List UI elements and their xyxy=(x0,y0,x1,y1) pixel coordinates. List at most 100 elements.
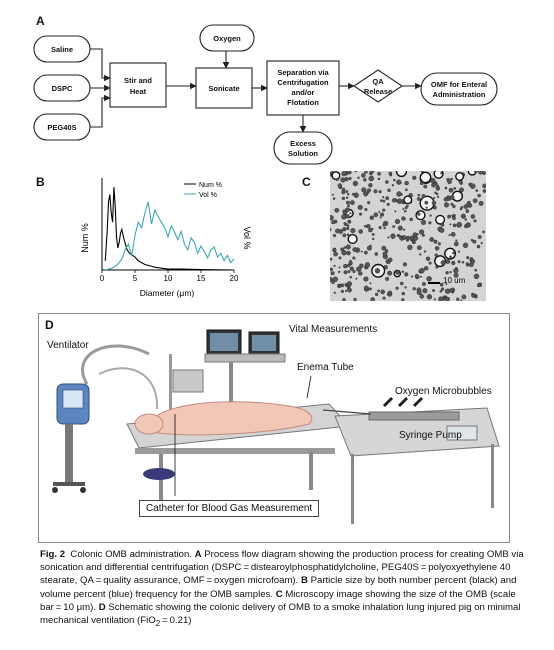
microbubble xyxy=(367,201,371,205)
microbubble xyxy=(401,270,405,273)
microbubble xyxy=(368,175,375,182)
excess-label-2: Solution xyxy=(288,149,318,158)
enema-tube-label: Enema Tube xyxy=(297,362,354,373)
microbubble xyxy=(384,249,389,253)
microbubble xyxy=(470,183,476,189)
microbubble xyxy=(447,179,452,185)
microbubble xyxy=(394,210,397,213)
microbubble xyxy=(443,295,447,299)
microbubble xyxy=(404,206,408,210)
oxygen-label: Oxygen xyxy=(213,34,241,43)
microbubble xyxy=(424,200,429,205)
microbubble xyxy=(478,200,484,206)
scale-bar xyxy=(428,282,440,284)
microbubble xyxy=(450,177,453,181)
microbubble xyxy=(382,208,386,212)
microbubble xyxy=(341,171,347,177)
chart-legend: Num % Vol % xyxy=(184,182,222,199)
microbubble xyxy=(343,246,347,249)
microbubble xyxy=(347,287,352,293)
microbubble xyxy=(349,259,352,263)
microbubble xyxy=(460,213,466,219)
microbubble xyxy=(452,204,456,209)
microbubble xyxy=(364,171,368,174)
microbubble xyxy=(453,241,459,247)
x-axis-label: Diameter (μm) xyxy=(140,288,195,298)
microbubble xyxy=(335,177,339,182)
microbubble xyxy=(379,216,382,219)
dspc-label: DSPC xyxy=(52,84,73,93)
microbubble xyxy=(378,226,382,230)
excess-solution-node xyxy=(273,131,333,165)
microbubble xyxy=(414,273,419,278)
microbubble xyxy=(374,252,379,256)
microbubble xyxy=(346,250,351,256)
microbubble xyxy=(455,172,465,181)
microbubble xyxy=(470,238,474,242)
caption-title: Colonic OMB administration. xyxy=(70,549,192,560)
microbubble xyxy=(404,272,409,277)
microbubble xyxy=(352,180,359,187)
microbubble xyxy=(358,229,363,234)
panel-label-c: C xyxy=(302,175,311,189)
microbubble xyxy=(464,218,467,221)
microbubble xyxy=(371,233,375,236)
caption-a-text: Process flow diagram showing the product… xyxy=(40,549,524,587)
caption-fig-number: Fig. 2 xyxy=(40,549,66,560)
microbubble xyxy=(385,276,390,281)
microbubble xyxy=(374,268,381,274)
microbubble xyxy=(353,192,359,198)
qa-label-2: Release xyxy=(364,87,392,96)
microbubble xyxy=(447,214,451,219)
microbubble xyxy=(424,266,429,271)
flow-arrow-peg40s xyxy=(90,94,111,128)
microbubble xyxy=(433,239,438,244)
surgical-table-illustration xyxy=(126,401,351,502)
microbubble xyxy=(363,178,367,182)
microbubble xyxy=(385,196,390,201)
microbubble xyxy=(372,237,375,241)
microbubble xyxy=(368,227,373,233)
microbubble xyxy=(419,253,422,256)
microbubble xyxy=(440,171,443,175)
microbubble xyxy=(405,235,411,241)
microbubble xyxy=(391,198,397,203)
microbubble xyxy=(366,224,371,229)
microbubble xyxy=(352,247,358,252)
microbubble xyxy=(371,227,374,230)
microbubble xyxy=(402,262,407,267)
microbubble xyxy=(444,186,448,190)
microbubble xyxy=(477,193,481,198)
microbubble xyxy=(342,298,346,301)
microbubble xyxy=(331,193,334,196)
microbubble xyxy=(440,260,446,266)
microbubble xyxy=(344,177,349,182)
microbubble xyxy=(433,196,436,200)
peg40s-label: PEG40S xyxy=(47,123,76,132)
microbubble xyxy=(345,196,349,199)
microbubble xyxy=(369,244,372,247)
microbubble xyxy=(392,225,395,228)
caption-a-marker: A xyxy=(194,549,202,560)
microbubble xyxy=(370,297,375,301)
microbubble xyxy=(417,193,421,197)
microbubble xyxy=(428,261,432,265)
microbubble xyxy=(387,290,393,295)
x-tick-label: 5 xyxy=(133,274,138,283)
microbubble xyxy=(359,263,364,268)
microbubble xyxy=(431,200,437,206)
microbubble xyxy=(347,193,350,196)
microbubble xyxy=(437,242,441,246)
microbubble xyxy=(417,245,422,251)
microbubble xyxy=(345,190,349,193)
microbubble xyxy=(453,187,457,190)
microbubble xyxy=(358,271,363,276)
microbubble xyxy=(368,287,372,291)
microbubble xyxy=(423,250,427,253)
microbubble xyxy=(383,226,386,230)
microbubble xyxy=(361,173,366,178)
microbubble xyxy=(341,196,346,201)
microbubble xyxy=(429,237,435,242)
microbubble xyxy=(460,299,463,301)
microbubble xyxy=(412,232,417,237)
